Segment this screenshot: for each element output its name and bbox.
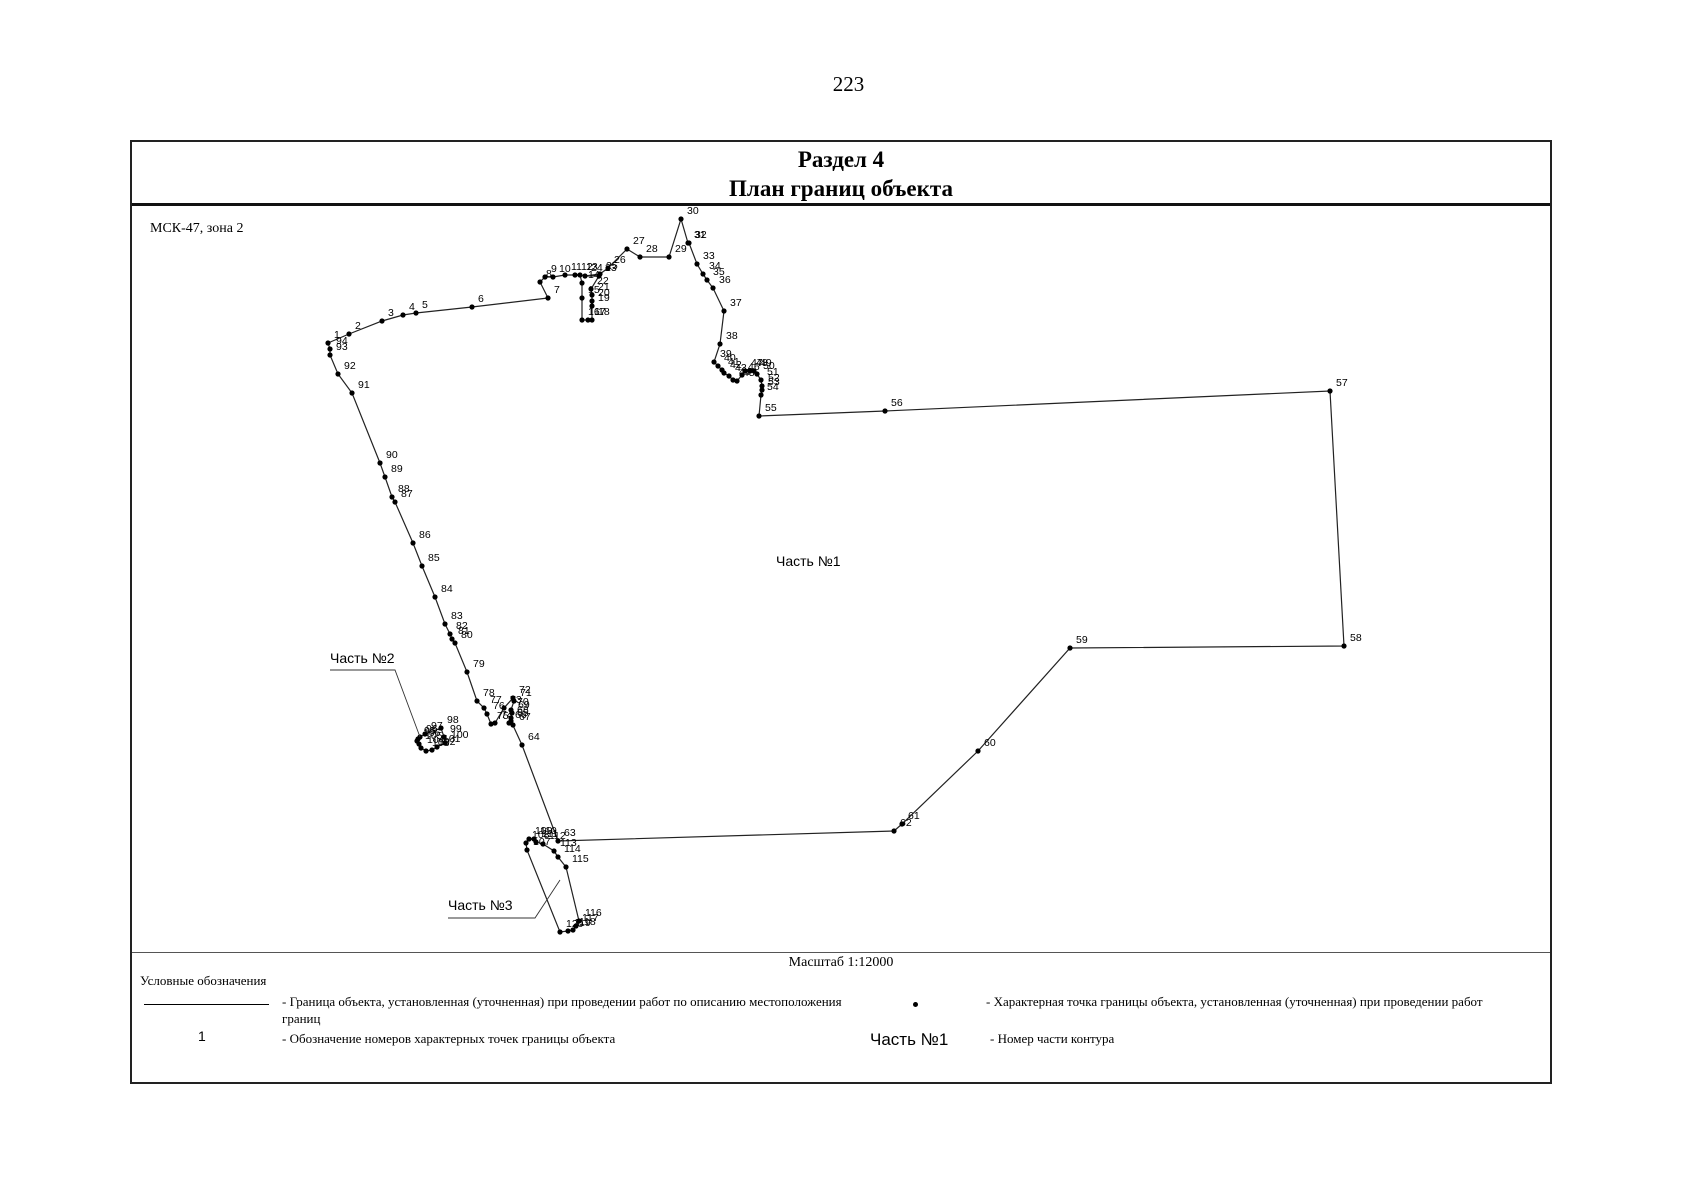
legend-part-symbol: Часть №1: [870, 1030, 949, 1049]
legend-part-number-text: - Номер части контура: [990, 1031, 1115, 1046]
legend-boundary-line-text: - Граница объекта, установленная (уточне…: [282, 994, 842, 1026]
section-header: Раздел 4 План границ объекта: [132, 142, 1550, 206]
page-number: 223: [832, 72, 865, 96]
map-scale: Масштаб 1:12000: [788, 955, 894, 970]
legend-point-number-symbol: 1: [198, 1028, 206, 1044]
plan-title: План границ объекта: [729, 176, 953, 201]
legend-title: Условные обозначения: [140, 973, 267, 988]
boundary-map: МСК-47, зона 2: [132, 206, 1550, 952]
document-frame: Раздел 4 План границ объекта МСК-47, зон…: [130, 140, 1552, 1084]
legend-point-symbol: [913, 1002, 918, 1007]
legend-line-symbol: [144, 1004, 269, 1005]
legend-characteristic-point-text: - Характерная точка границы объекта, уст…: [986, 994, 1483, 1009]
section-title: Раздел 4: [797, 147, 885, 172]
legend: Масштаб 1:12000 Условные обозначения - Г…: [132, 952, 1550, 1082]
legend-point-number-text: - Обозначение номеров характерных точек …: [282, 1031, 616, 1046]
coordinate-system-label: МСК-47, зона 2: [150, 221, 244, 236]
